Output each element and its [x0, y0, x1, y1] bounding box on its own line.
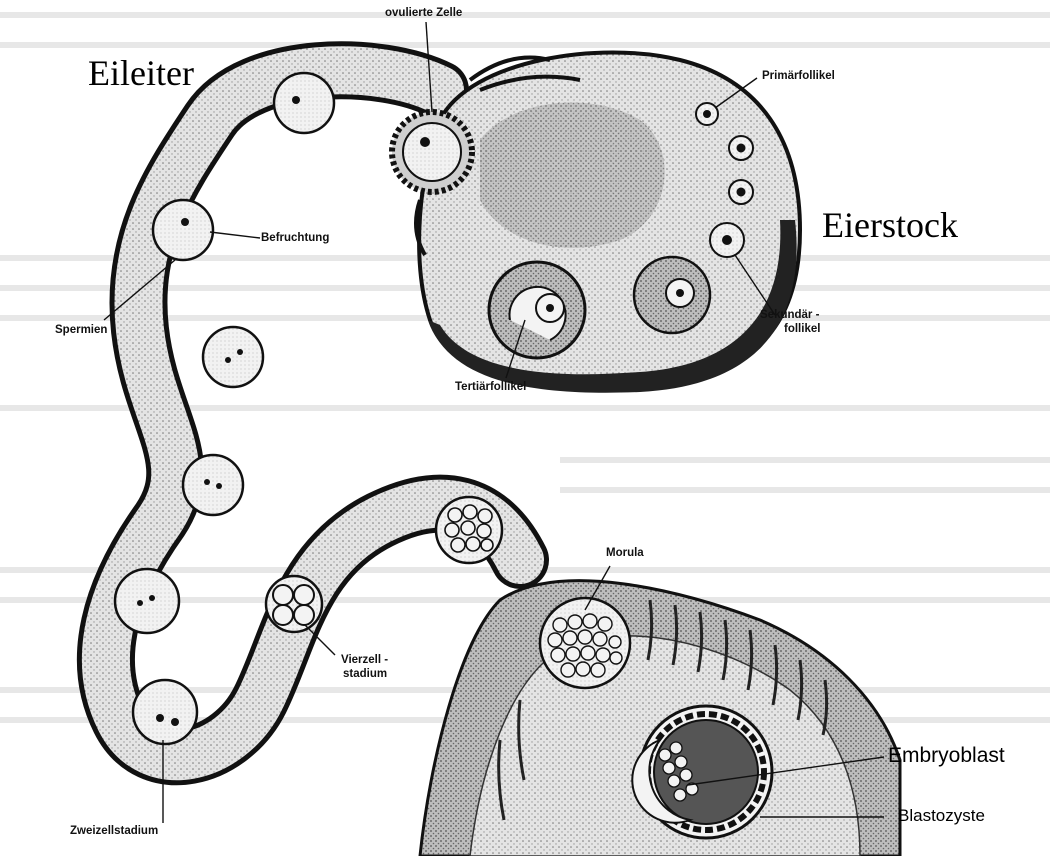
morula-cells [445, 505, 493, 552]
label-blastocyst: Blastozyste [898, 807, 985, 824]
label-ovulated-cell: ovulierte Zelle [385, 8, 462, 20]
ovulated-cell [392, 112, 472, 192]
label-four-cell-stage-2: stadium [343, 669, 387, 681]
label-two-cell-stage: Zweizellstadium [70, 826, 158, 838]
label-ovary: Eierstock [822, 207, 958, 243]
secondary-follicle [634, 257, 710, 333]
ovary-stroma [480, 103, 665, 248]
label-sperm: Spermien [55, 325, 107, 337]
label-fertilization: Befruchtung [261, 233, 329, 245]
label-morula: Morula [606, 548, 644, 560]
label-tertiary-follicle: Tertiärfollikel [455, 382, 526, 394]
label-four-cell-stage-1: Vierzell - [341, 655, 388, 667]
tertiary-follicle [489, 262, 585, 358]
label-embryoblast: Embryoblast [888, 745, 1005, 766]
label-secondary-follicle-1: Sekundär - [760, 310, 819, 322]
label-secondary-follicle-2: follikel [784, 324, 820, 336]
label-primary-follicle: Primärfollikel [762, 71, 835, 83]
label-fallopian-tube: Eileiter [88, 55, 194, 91]
